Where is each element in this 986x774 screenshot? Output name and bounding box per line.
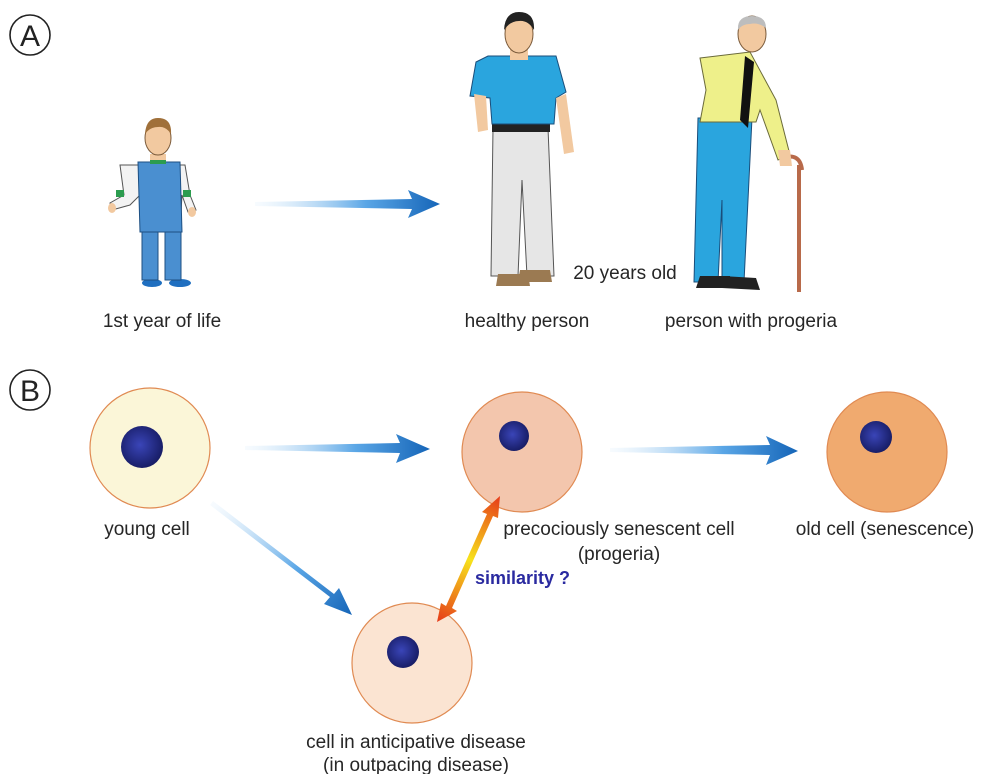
precocious-cell-label-line2: (progeria) [578,544,660,565]
progeria-man-figure [694,16,802,292]
panel-b-badge: B [10,370,50,410]
svg-text:B: B [20,375,40,408]
young-cell [90,388,210,508]
healthy-person-label: healthy person [465,311,590,332]
aging-arrow-1 [245,434,430,463]
similarity-arrow [437,496,500,622]
precocious-cell-nucleus [499,421,529,451]
panel-a: A [10,12,838,332]
old-cell [827,392,947,512]
disease-arrow [210,501,352,615]
anticipative-cell-label-line1: cell in anticipative disease [306,732,526,753]
precocious-senescent-cell [462,392,582,512]
svg-text:A: A [20,20,40,53]
old-cell-nucleus [860,421,892,453]
young-cell-label: young cell [104,519,190,540]
age-label: 20 years old [573,263,677,284]
panel-b: B similarity ? young [10,370,974,774]
anticipative-cell-label-line2: (in outpacing disease) [323,755,509,774]
precocious-cell-label-line1: precociously senescent cell [503,519,734,540]
old-cell-label: old cell (senescence) [796,519,974,540]
anticipative-disease-cell [352,603,472,723]
child-figure [108,118,196,287]
child-label: 1st year of life [103,311,221,332]
progeria-person-label: person with progeria [665,311,838,332]
young-cell-nucleus [121,426,163,468]
aging-arrow-2 [610,436,798,465]
growth-arrow [255,190,440,218]
panel-a-badge: A [10,15,50,55]
anticipative-cell-nucleus [387,636,419,668]
similarity-label: similarity ? [475,568,570,588]
healthy-man-figure [470,12,574,286]
